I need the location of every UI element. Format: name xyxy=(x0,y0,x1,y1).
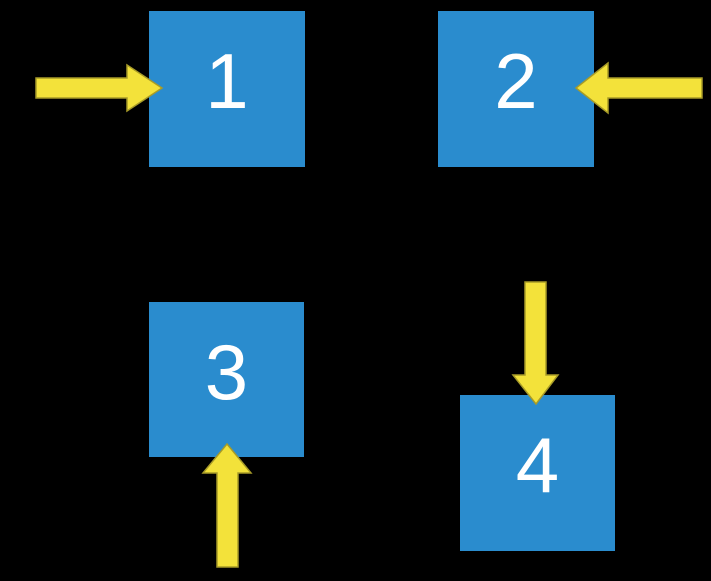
square-3-label: 3 xyxy=(204,327,249,416)
square-1[interactable]: 1 xyxy=(149,11,305,167)
arrow-up-icon xyxy=(201,442,253,568)
arrow-down-icon xyxy=(511,281,560,406)
arrow-right-icon xyxy=(35,63,164,113)
square-2-label: 2 xyxy=(494,37,538,125)
square-4[interactable]: 4 xyxy=(460,395,615,551)
square-1-label: 1 xyxy=(205,37,249,125)
square-2[interactable]: 2 xyxy=(438,11,594,167)
square-3[interactable]: 3 xyxy=(149,302,304,457)
square-4-label: 4 xyxy=(515,421,560,509)
arrow-left-icon xyxy=(574,61,703,115)
